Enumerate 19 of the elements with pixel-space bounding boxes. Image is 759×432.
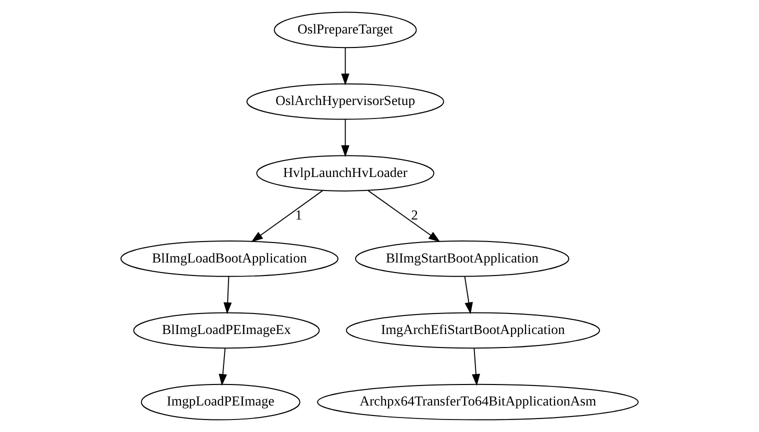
- node-ellipse: OslArchHypervisorSetup: [246, 83, 444, 120]
- node-ellipse: BlImgLoadBootApplication: [120, 240, 338, 277]
- arrow: [472, 348, 480, 386]
- arrow: [341, 118, 350, 158]
- node-ellipse: ImgArchEfiStartBootApplication: [346, 312, 600, 349]
- arrow: [224, 276, 232, 314]
- arrow: [218, 348, 227, 386]
- arrow: [251, 190, 324, 242]
- edge-label: 1: [295, 208, 302, 223]
- arrow: [341, 47, 350, 86]
- node-ellipse: HvlpLaunchHvLoader: [256, 155, 434, 192]
- edge-label: 2: [411, 208, 418, 223]
- node-ellipse: BlImgLoadPEImageEx: [133, 312, 320, 349]
- node-ellipse: OslPrepareTarget: [274, 12, 417, 48]
- arrow: [464, 276, 473, 314]
- node-ellipse: Archpx64TransferTo64BitApplicationAsm: [317, 384, 639, 420]
- node-ellipse: BlImgStartBootApplication: [355, 240, 570, 277]
- arrow: [368, 190, 440, 242]
- node-ellipse: ImgpLoadPEImage: [140, 384, 300, 420]
